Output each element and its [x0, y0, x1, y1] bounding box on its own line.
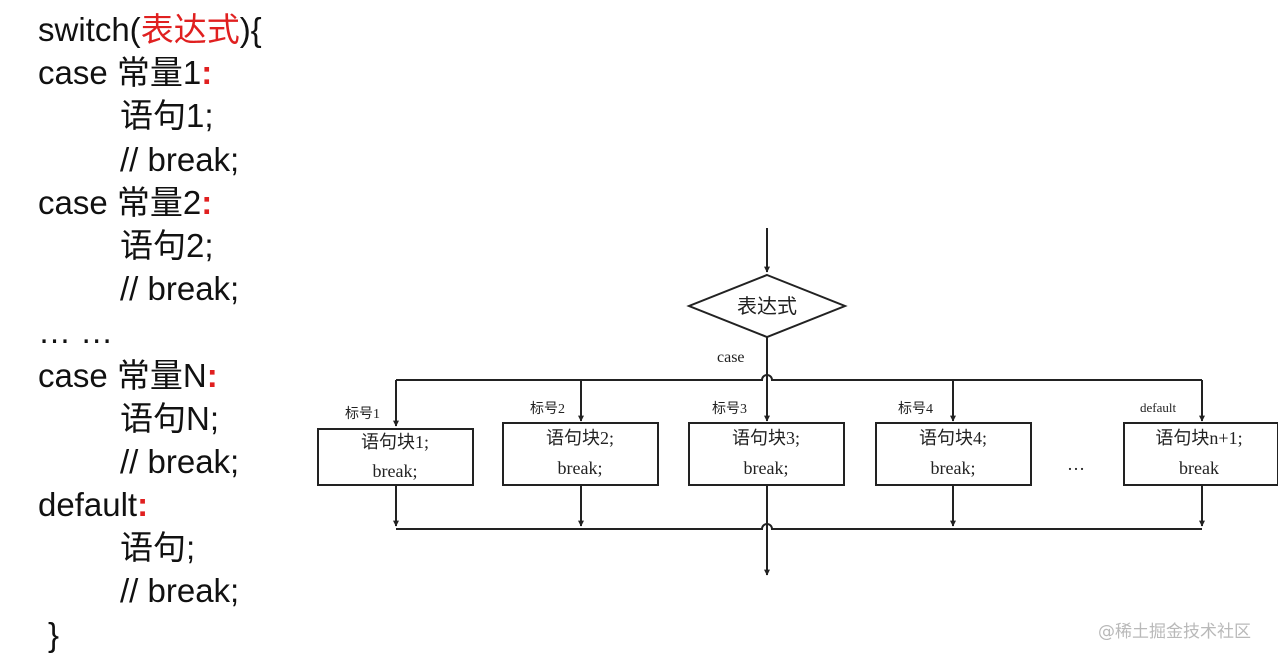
gap-ellipsis: … — [1067, 454, 1085, 474]
code-line-ellipsis: … … — [38, 310, 262, 353]
case-colon: : — [201, 183, 213, 221]
code-line-breakN: // break; — [38, 440, 262, 483]
break-comment: // break; — [120, 140, 240, 178]
statement-1: 语句1; — [120, 97, 214, 135]
branch-1-label: 标号1 — [345, 406, 380, 422]
code-line-default-stmt: 语句; — [38, 526, 262, 569]
code-line-stmt2: 语句2; — [38, 224, 262, 267]
branch-2-label: 标号2 — [530, 401, 565, 417]
code-line-close: } — [38, 613, 262, 656]
block-2-box — [502, 422, 659, 486]
case-colon: : — [201, 54, 213, 92]
switch-open-brace: ){ — [239, 11, 262, 48]
default-colon: : — [137, 486, 149, 524]
branch-default-label: default — [1140, 400, 1176, 415]
case-keyword: case — [38, 356, 117, 394]
watermark: @稀土掘金技术社区 — [1098, 622, 1251, 642]
block-4-text: 语句块4; — [919, 428, 987, 448]
switch-keyword: switch( — [38, 11, 141, 48]
block-2-break: break; — [558, 458, 603, 478]
break-comment: // break; — [120, 442, 240, 480]
code-line-default: default: — [38, 483, 262, 526]
code-line-stmtN: 语句N; — [38, 397, 262, 440]
block-1-text: 语句块1; — [361, 432, 429, 452]
code-line-case1: case 常量1: — [38, 51, 262, 94]
block-4-box — [875, 422, 1032, 486]
code-ellipsis: … … — [38, 313, 114, 351]
block-1-box — [317, 428, 474, 486]
branch-4-label: 标号4 — [898, 401, 933, 417]
case-keyword: case — [38, 54, 117, 92]
code-line-break2: // break; — [38, 267, 262, 310]
block-1-break: break; — [373, 461, 418, 481]
block-3-box — [688, 422, 845, 486]
statement-2: 语句2; — [120, 226, 214, 264]
block-3-text: 语句块3; — [732, 428, 800, 448]
block-4-break: break; — [931, 458, 976, 478]
case-label: case — [717, 349, 745, 366]
code-listing: switch(表达式){ case 常量1: 语句1; // break; ca… — [38, 8, 262, 656]
decision-label: 表达式 — [737, 295, 797, 318]
code-line-caseN: case 常量N: — [38, 354, 262, 397]
default-keyword: default — [38, 486, 138, 524]
block-3-break: break; — [744, 458, 789, 478]
block-default-box — [1123, 422, 1278, 486]
block-default-break: break — [1179, 458, 1219, 478]
bottom-bus-line — [396, 523, 1202, 530]
break-comment: // break; — [120, 572, 240, 610]
top-bus-line — [396, 374, 1202, 381]
case-keyword: case — [38, 183, 117, 221]
code-line-case2: case 常量2: — [38, 181, 262, 224]
branch-3-label: 标号3 — [712, 401, 747, 417]
code-line-switch: switch(表达式){ — [38, 8, 262, 51]
switch-expression: 表达式 — [140, 11, 240, 48]
code-line-break1: // break; — [38, 138, 262, 181]
case-colon: : — [206, 356, 218, 394]
break-comment: // break; — [120, 270, 240, 308]
block-default-text: 语句块n+1; — [1155, 428, 1242, 448]
close-brace: } — [48, 615, 60, 653]
code-line-stmt1: 语句1; — [38, 94, 262, 137]
code-line-default-break: // break; — [38, 569, 262, 612]
case1-constant: 常量1 — [116, 54, 202, 92]
caseN-constant: 常量N — [116, 356, 207, 394]
block-2-text: 语句块2; — [546, 428, 614, 448]
default-statement: 语句; — [120, 529, 196, 567]
case2-constant: 常量2 — [116, 183, 202, 221]
statement-N: 语句N; — [120, 399, 219, 437]
